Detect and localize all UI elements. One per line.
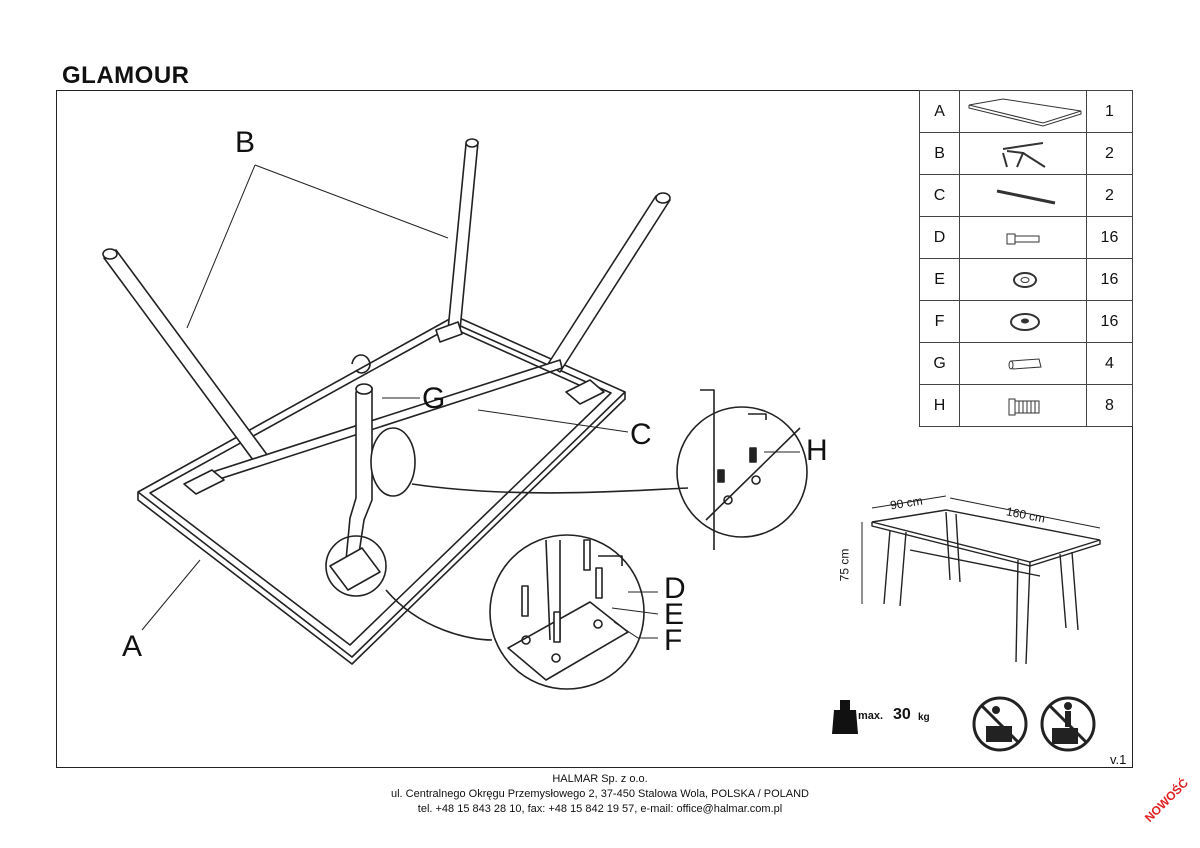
short-screw-icon [1008, 398, 1040, 415]
label-b: B [235, 126, 256, 159]
page-title: GLAMOUR [62, 62, 190, 89]
load-label: max. [858, 710, 884, 722]
foot-cap-icon [1008, 357, 1042, 370]
part-qty: 1 [1085, 90, 1134, 133]
part-picture [959, 384, 1087, 427]
part-picture [959, 258, 1087, 301]
parts-row: E 16 [918, 258, 1134, 301]
parts-row: H 8 [918, 384, 1134, 427]
parts-row: D 16 [918, 216, 1134, 259]
part-letter: H [918, 384, 961, 427]
part-letter: F [918, 300, 961, 343]
load-value: 30 [893, 706, 911, 723]
label-g: G [422, 382, 446, 415]
label-d: D [664, 572, 686, 605]
label-h: H [806, 434, 828, 467]
dimension-height: 75 cm [837, 548, 852, 582]
footer-address: ul. Centralnego Okręgu Przemysłowego 2, … [390, 788, 809, 800]
label-e: E [664, 598, 685, 631]
part-picture [959, 90, 1087, 133]
parts-row: A 1 [918, 90, 1134, 133]
part-letter: E [918, 258, 961, 301]
version-label: v.1 [1110, 752, 1127, 767]
footer-contact: tel. +48 15 843 28 10, fax: +48 15 842 1… [417, 803, 783, 815]
part-letter: A [918, 90, 961, 133]
part-picture [959, 342, 1087, 385]
label-f: F [664, 624, 683, 657]
part-picture [959, 132, 1087, 175]
parts-row: C 2 [918, 174, 1134, 217]
tabletop-icon [968, 97, 1082, 127]
parts-list: A 1 B 2 C 2 D 16 E 16 F 16 G 4 H 8 [918, 90, 1134, 427]
label-a: A [122, 630, 143, 663]
part-qty: 16 [1085, 300, 1134, 343]
part-picture [959, 216, 1087, 259]
parts-row: B 2 [918, 132, 1134, 175]
part-picture [959, 300, 1087, 343]
part-qty: 4 [1085, 342, 1134, 385]
part-qty: 16 [1085, 216, 1134, 259]
instruction-frame [56, 90, 1133, 768]
parts-row: F 16 [918, 300, 1134, 343]
bolt-icon [1006, 233, 1040, 244]
part-qty: 8 [1085, 384, 1134, 427]
footer-company: HALMAR Sp. z o.o. [552, 773, 648, 785]
leg-frame-icon [1002, 141, 1046, 168]
part-picture [959, 174, 1087, 217]
part-letter: D [918, 216, 961, 259]
spring-washer-icon [1012, 271, 1037, 288]
part-qty: 2 [1085, 174, 1134, 217]
part-letter: C [918, 174, 961, 217]
part-letter: B [918, 132, 961, 175]
part-qty: 16 [1085, 258, 1134, 301]
part-qty: 2 [1085, 132, 1134, 175]
label-c: C [630, 418, 652, 451]
load-unit: kg [918, 712, 930, 723]
parts-row: G 4 [918, 342, 1134, 385]
part-letter: G [918, 342, 961, 385]
crossbar-icon [996, 189, 1056, 204]
flat-washer-icon [1009, 312, 1040, 331]
